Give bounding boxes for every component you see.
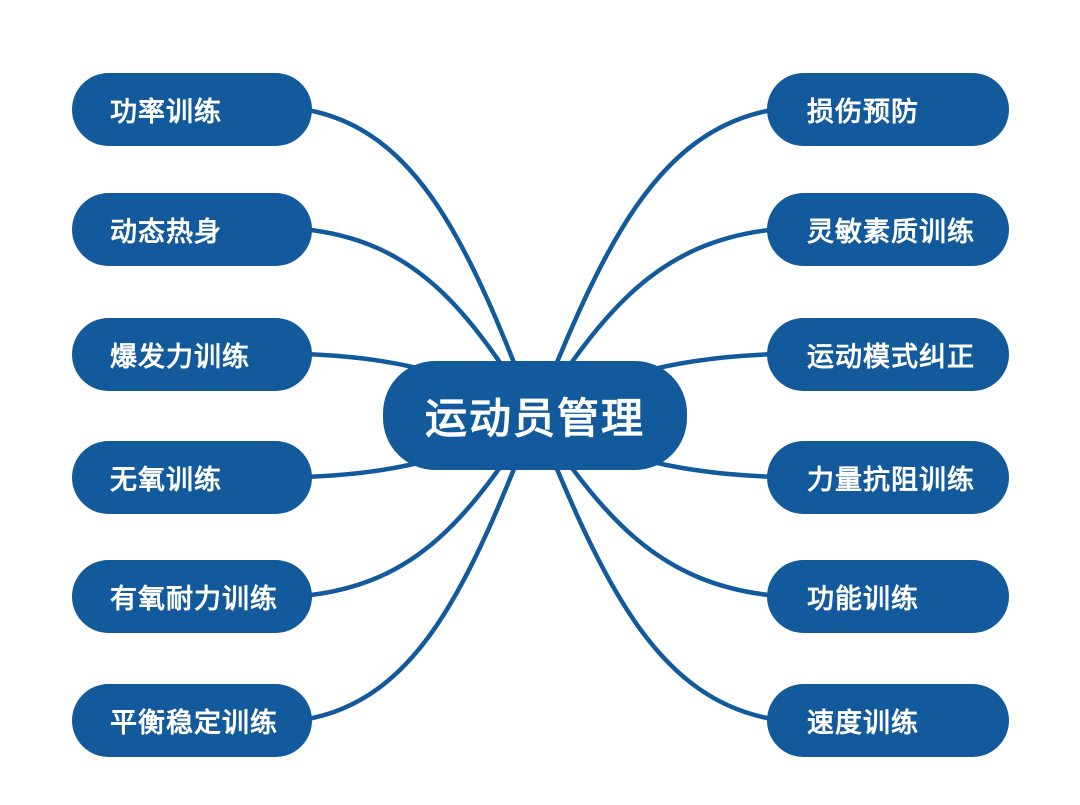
branch-label: 损伤预防	[807, 97, 919, 127]
connector-path	[301, 415, 538, 723]
branch-node-dynamic-warmup[interactable]: 动态热身	[72, 193, 312, 266]
branch-node-balance-stability-training[interactable]: 平衡稳定训练	[72, 684, 312, 757]
connector-path	[532, 106, 779, 417]
central-topic-node[interactable]: 运动员管理	[383, 361, 687, 470]
branch-node-power-training[interactable]: 功率训练	[72, 73, 312, 146]
branch-label: 功能训练	[807, 584, 919, 614]
connector-path	[532, 415, 779, 723]
branch-node-anaerobic-training[interactable]: 无氧训练	[72, 441, 312, 514]
branch-label: 爆发力训练	[110, 342, 250, 372]
connector-path	[301, 106, 538, 417]
branch-label: 动态热身	[110, 217, 222, 247]
branch-label: 有氧耐力训练	[110, 584, 278, 614]
central-topic-label: 运动员管理	[424, 395, 645, 442]
branch-node-aerobic-endurance-training[interactable]: 有氧耐力训练	[72, 560, 312, 633]
branch-label: 运动模式纠正	[807, 342, 975, 372]
branch-label: 灵敏素质训练	[807, 217, 975, 247]
branch-label: 功率训练	[110, 97, 222, 127]
branch-node-speed-training[interactable]: 速度训练	[767, 684, 1009, 757]
branch-label: 力量抗阻训练	[807, 465, 975, 495]
branch-node-strength-resistance-training[interactable]: 力量抗阻训练	[767, 441, 1009, 514]
branch-label: 平衡稳定训练	[110, 708, 278, 738]
branch-node-movement-pattern-correction[interactable]: 运动模式纠正	[767, 318, 1009, 391]
branch-node-explosive-training[interactable]: 爆发力训练	[72, 318, 312, 391]
branch-node-agility-training[interactable]: 灵敏素质训练	[767, 193, 1009, 266]
branch-node-functional-training[interactable]: 功能训练	[767, 560, 1009, 633]
branch-label: 速度训练	[807, 708, 919, 738]
branch-label: 无氧训练	[110, 465, 222, 495]
branch-node-injury-prevention[interactable]: 损伤预防	[767, 73, 1009, 146]
